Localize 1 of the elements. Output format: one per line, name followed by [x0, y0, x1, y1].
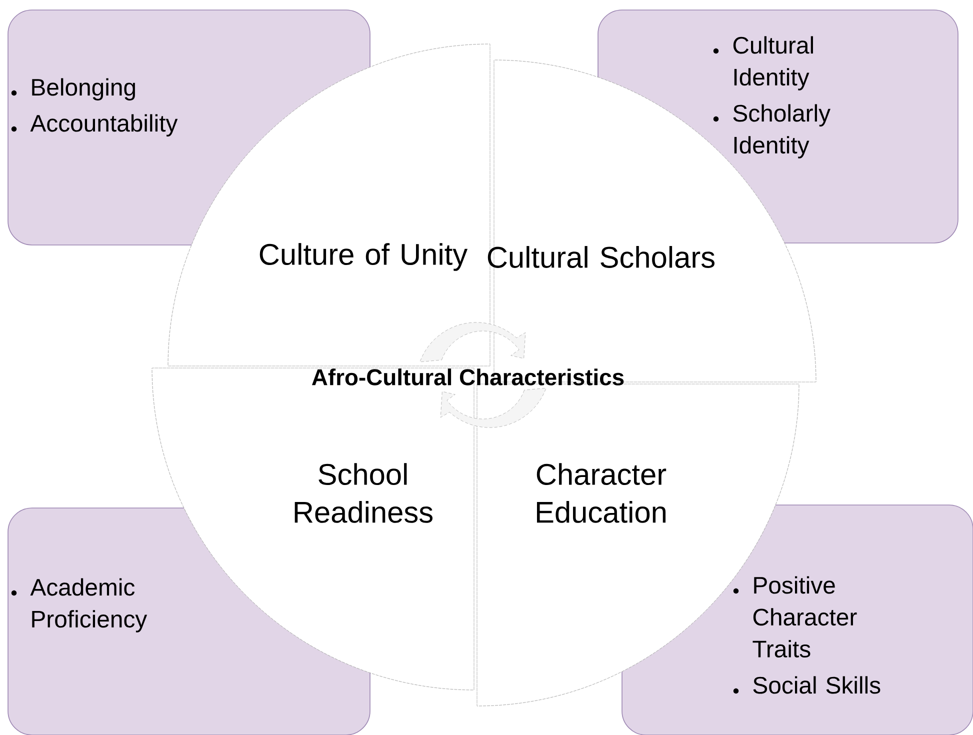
center-title: Afro-Cultural Characteristics — [312, 368, 624, 386]
